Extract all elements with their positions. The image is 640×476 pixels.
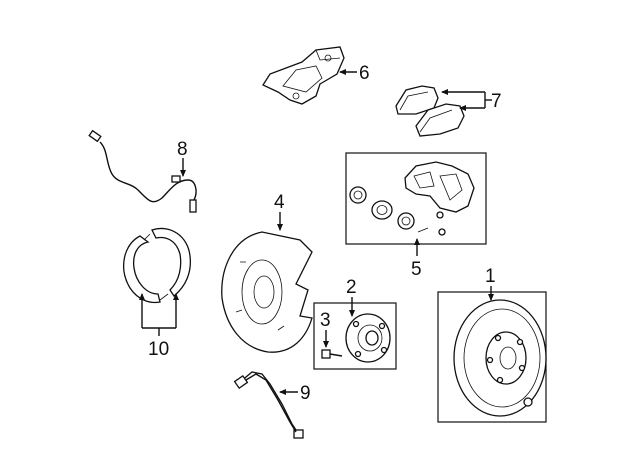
brake-hose-icon[interactable] (233, 371, 304, 439)
brake-pads-icon[interactable] (395, 85, 465, 137)
callout-10: 10 (148, 339, 169, 360)
hub-assembly-frame (313, 302, 397, 370)
callout-8: 8 (177, 139, 188, 160)
abs-sensor-icon[interactable] (88, 129, 197, 213)
callout-2: 2 (346, 277, 357, 298)
brake-rotor-icon[interactable] (453, 299, 547, 417)
callout-3: 3 (320, 310, 331, 331)
hub-bearing-icon[interactable] (345, 313, 391, 363)
callout-5: 5 (411, 259, 422, 280)
callout-1: 1 (485, 266, 496, 287)
callout-4: 4 (274, 192, 285, 213)
backing-plate-icon[interactable] (221, 231, 313, 353)
parking-brake-shoes-icon[interactable] (123, 227, 192, 304)
hub-bolt-icon[interactable] (321, 349, 343, 359)
callout-6: 6 (359, 63, 370, 84)
callout-7: 7 (491, 91, 502, 112)
caliper-bracket-icon[interactable] (262, 46, 345, 105)
callout-9: 9 (300, 383, 311, 404)
caliper-assembly-icon[interactable] (349, 161, 475, 236)
